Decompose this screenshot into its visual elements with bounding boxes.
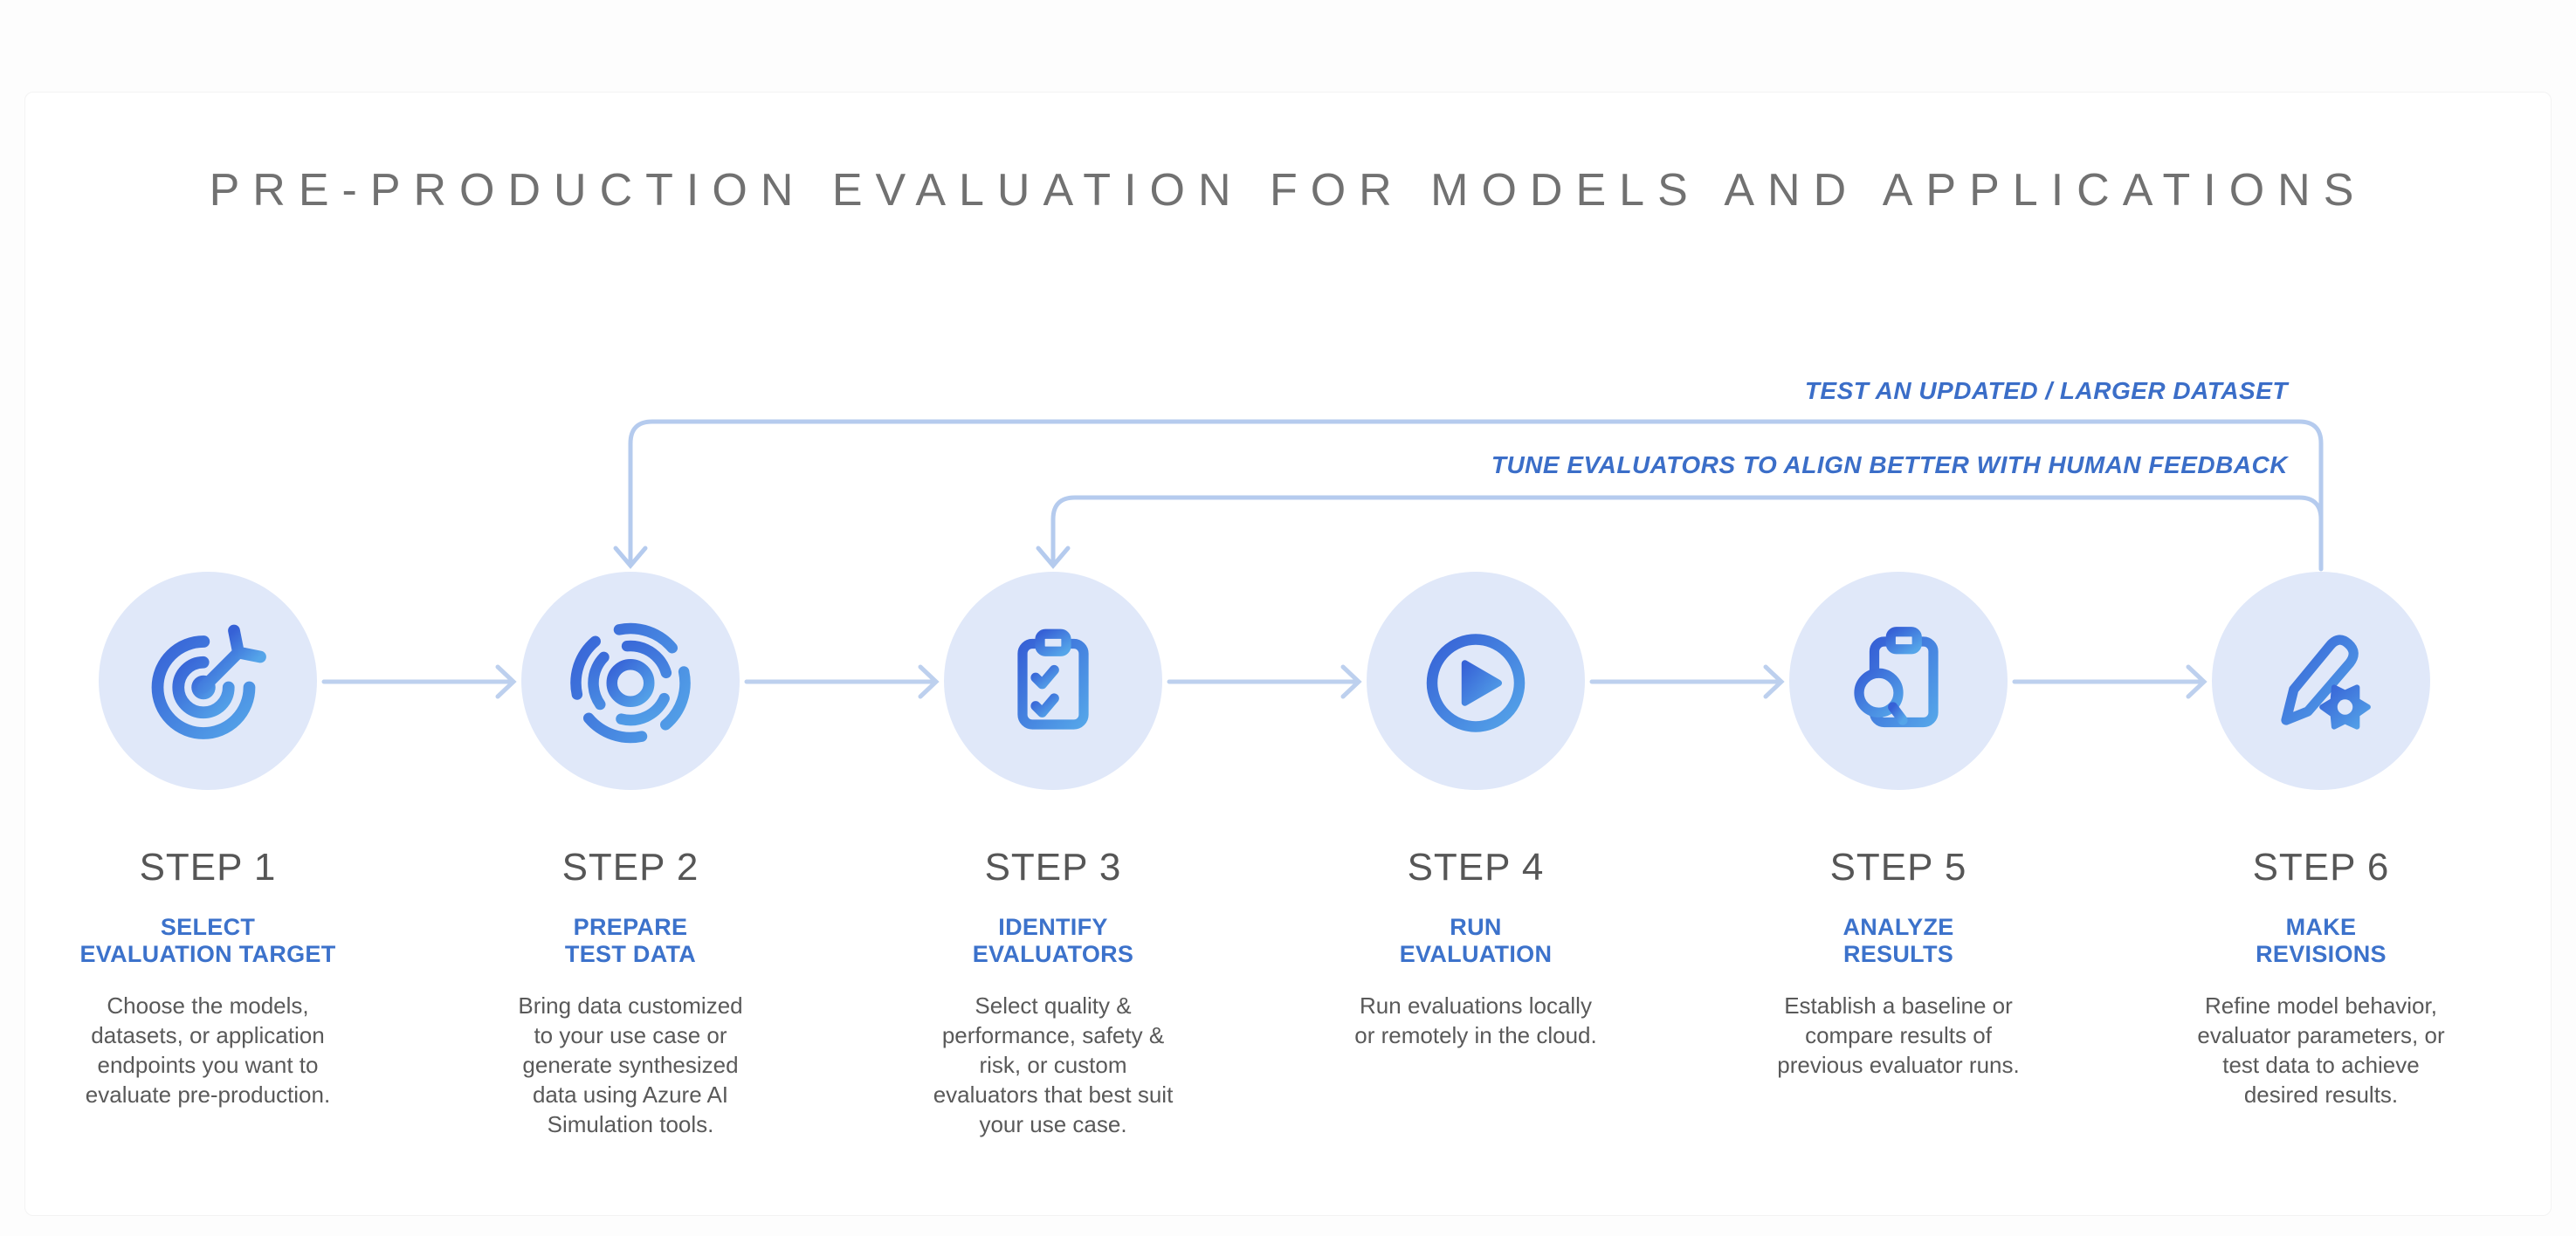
checklist-clipboard-icon — [1017, 628, 1089, 730]
step-5-number: STEP 5 — [1829, 846, 1967, 889]
step-6-description: Refine model behavior, evaluator paramet… — [2197, 992, 2445, 1108]
step-2-column: STEP 2 PREPARE TEST DATA Bring data cust… — [434, 572, 827, 1139]
page-title: PRE-PRODUCTION EVALUATION FOR MODELS AND… — [209, 165, 2367, 216]
step-6-subtitle: MAKE REVISIONS — [2256, 914, 2387, 967]
step-5-column: STEP 5 ANALYZE RESULTS Establish a basel… — [1702, 572, 2095, 1080]
step-3-column: STEP 3 IDENTIFY EVALUATORS Select qualit… — [857, 572, 1250, 1139]
target-arrow-icon — [151, 624, 266, 739]
step-1-subtitle: SELECT EVALUATION TARGET — [79, 914, 336, 967]
step-5-description: Establish a baseline or compare results … — [1777, 992, 2020, 1078]
step-2-description: Bring data customized to your use case o… — [518, 992, 743, 1137]
slide-card — [24, 92, 2552, 1216]
step-3-circle — [944, 572, 1162, 790]
step-3-subtitle: IDENTIFY EVALUATORS — [972, 914, 1134, 967]
step-6-number: STEP 6 — [2252, 846, 2390, 889]
step-4-subtitle: RUN EVALUATION — [1399, 914, 1553, 967]
play-circle-icon — [1426, 634, 1526, 732]
step-6-column: STEP 6 MAKE REVISIONS Refine model behav… — [2125, 572, 2517, 1109]
loop-label-test-updated-dataset: TEST AN UPDATED / LARGER DATASET — [1804, 377, 2288, 404]
step-5-subtitle: ANALYZE RESULTS — [1842, 914, 1954, 967]
step-4-circle — [1367, 572, 1585, 790]
step-1-description: Choose the models, datasets, or applicat… — [85, 992, 331, 1108]
step-4-description: Run evaluations locally or remotely in t… — [1354, 992, 1597, 1048]
step-3-number: STEP 3 — [984, 846, 1122, 889]
step-4-number: STEP 4 — [1407, 846, 1545, 889]
loop-label-tune-evaluators: TUNE EVALUATORS TO ALIGN BETTER WITH HUM… — [1491, 451, 2288, 478]
pencil-gear-icon — [2281, 635, 2371, 730]
clipboard-search-icon — [1854, 627, 1939, 728]
step-1-circle — [99, 572, 317, 790]
step-2-number: STEP 2 — [561, 846, 699, 889]
data-pulse-icon — [570, 622, 691, 744]
step-2-circle — [521, 572, 740, 790]
step-6-circle — [2212, 572, 2430, 790]
step-1-number: STEP 1 — [139, 846, 277, 889]
step-4-column: STEP 4 RUN EVALUATION Run evaluations lo… — [1279, 572, 1672, 1050]
step-2-subtitle: PREPARE TEST DATA — [564, 914, 697, 967]
step-3-description: Select quality & performance, safety & r… — [933, 992, 1174, 1137]
step-1-column: STEP 1 SELECT EVALUATION TARGET Choose t… — [11, 572, 404, 1109]
step-5-circle — [1789, 572, 2008, 790]
